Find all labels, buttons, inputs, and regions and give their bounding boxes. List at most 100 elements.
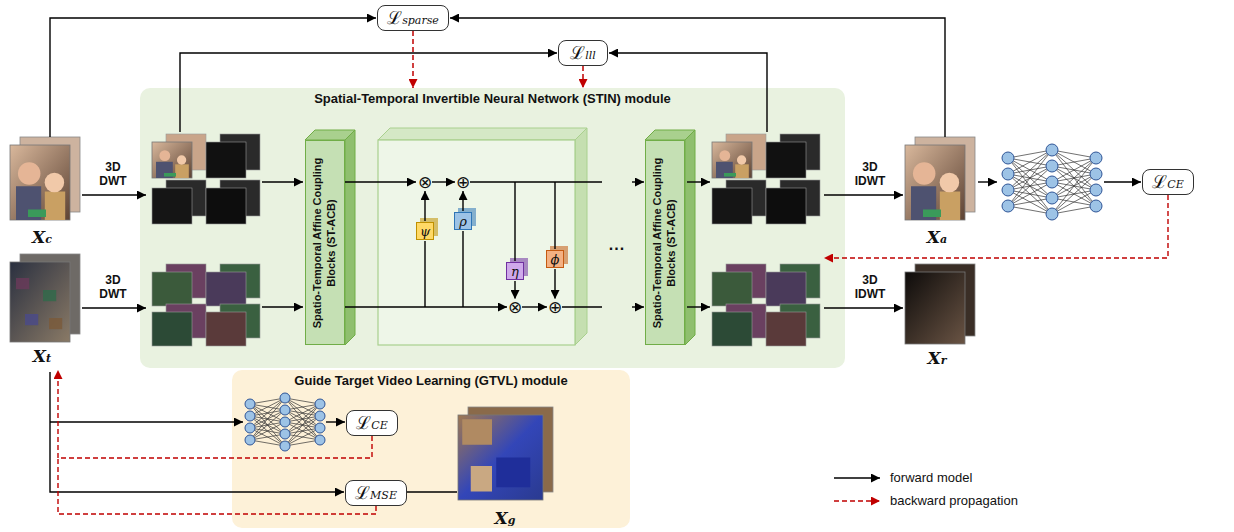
backprop-line [824, 195, 1168, 258]
video-frame [10, 145, 70, 220]
connector-line [1104, 181, 1141, 182]
connector-line [432, 181, 455, 182]
module-panel: Spatial-Temporal Invertible Neural Netwo… [140, 88, 845, 368]
forward-arrow [687, 181, 710, 182]
child-head [737, 155, 746, 164]
neuron [1090, 168, 1102, 180]
connector-line [50, 372, 344, 492]
network-link [1008, 150, 1052, 158]
module-title: Guide Target Video Learning (GTVL) modul… [232, 370, 630, 388]
video-frame [152, 142, 192, 178]
legend-line [834, 500, 880, 502]
legend-sample [832, 472, 882, 484]
wavelet-tile [766, 312, 806, 346]
connector-line [345, 181, 416, 182]
child-body [175, 164, 189, 178]
network-link [250, 422, 285, 440]
network-link [1052, 150, 1096, 206]
loss-label: ℒMSE [355, 482, 397, 504]
neuron [1046, 176, 1058, 188]
network-link [1052, 206, 1096, 214]
network-link [1052, 190, 1096, 214]
child-head [45, 173, 65, 193]
noise-patch [49, 318, 62, 329]
network-link [1052, 150, 1096, 158]
module-ground [140, 88, 845, 368]
legend-text: forward model [890, 470, 972, 485]
neuron [1002, 184, 1014, 196]
operator-symbol: ⊗ [508, 299, 522, 316]
backprop-line [58, 458, 376, 514]
legend-row: backward propagation [832, 489, 1018, 512]
function-symbol: ψ [420, 225, 430, 238]
forward-arrow [82, 307, 146, 308]
network-link [1052, 174, 1096, 214]
connector-line [514, 182, 515, 261]
neuron [280, 441, 290, 451]
table-object [923, 210, 941, 218]
video-label: Xg [495, 508, 516, 528]
neuron [280, 429, 290, 439]
wavelet-tile [206, 142, 246, 178]
child-body [45, 192, 65, 221]
transform-label: 3D DWT [99, 161, 126, 189]
function-cube: ρ [454, 212, 472, 230]
loss-label: ℒsparse [387, 7, 439, 29]
wavelet-tile [152, 272, 192, 306]
neuron [315, 423, 325, 433]
person-head [159, 150, 170, 161]
function-symbol: ϕ [551, 253, 560, 266]
network-link [285, 428, 320, 446]
legend-text: backward propagation [890, 493, 1018, 508]
network-link [1008, 182, 1052, 206]
ellipsis: ... [609, 236, 625, 254]
table-object [28, 210, 46, 218]
video-label: Xa [927, 227, 947, 247]
loss-label: ℒCE [1152, 171, 1183, 193]
wavelet-tile [206, 188, 246, 224]
connector-line [424, 191, 425, 221]
connector-line [424, 241, 425, 307]
network-link [1008, 150, 1052, 206]
neuron [245, 435, 255, 445]
coupling-block-face-side [685, 130, 695, 345]
legend-sample [832, 495, 882, 507]
wavelet-tile [766, 142, 806, 178]
coupling-layer-block [378, 140, 575, 345]
noise-patch [16, 278, 29, 289]
neuron [1046, 160, 1058, 172]
connector-line [407, 491, 457, 492]
neuron [245, 423, 255, 433]
neuron [1090, 184, 1102, 196]
neuron [315, 411, 325, 421]
scene-patch [462, 419, 492, 445]
function-symbol: η [511, 265, 519, 278]
neuron [315, 435, 325, 445]
operator-symbol: ⊗ [418, 174, 432, 191]
forward-arrow [978, 181, 997, 182]
wavelet-tile [712, 312, 752, 346]
person-head [719, 150, 730, 161]
loss-box: ℒMSE [345, 480, 407, 506]
neuron [245, 399, 255, 409]
coupling-block: Spatio-Temporal Affine Coupling Blocks (… [305, 140, 345, 345]
forward-arrow [824, 194, 903, 195]
loss-label: ℒlll [570, 42, 596, 64]
transform-label: 3D IDWT [855, 274, 886, 302]
connector-line [326, 421, 345, 422]
neuron [1046, 192, 1058, 204]
operator-symbol: ⊕ [456, 174, 470, 191]
block-label: Spatio-Temporal Affine Coupling Blocks (… [311, 145, 339, 340]
transform-label: 3D DWT [99, 274, 126, 302]
forward-arrow [632, 181, 644, 182]
neuron [280, 393, 290, 403]
connector-line [50, 18, 376, 137]
coupling-layer-block-top [378, 128, 587, 140]
forward-arrow [262, 306, 303, 307]
module-panel: Guide Target Video Learning (GTVL) modul… [232, 370, 630, 528]
table-object [164, 173, 176, 177]
coupling-layer-block-side [575, 128, 587, 345]
loss-box: ℒsparse [377, 5, 449, 31]
